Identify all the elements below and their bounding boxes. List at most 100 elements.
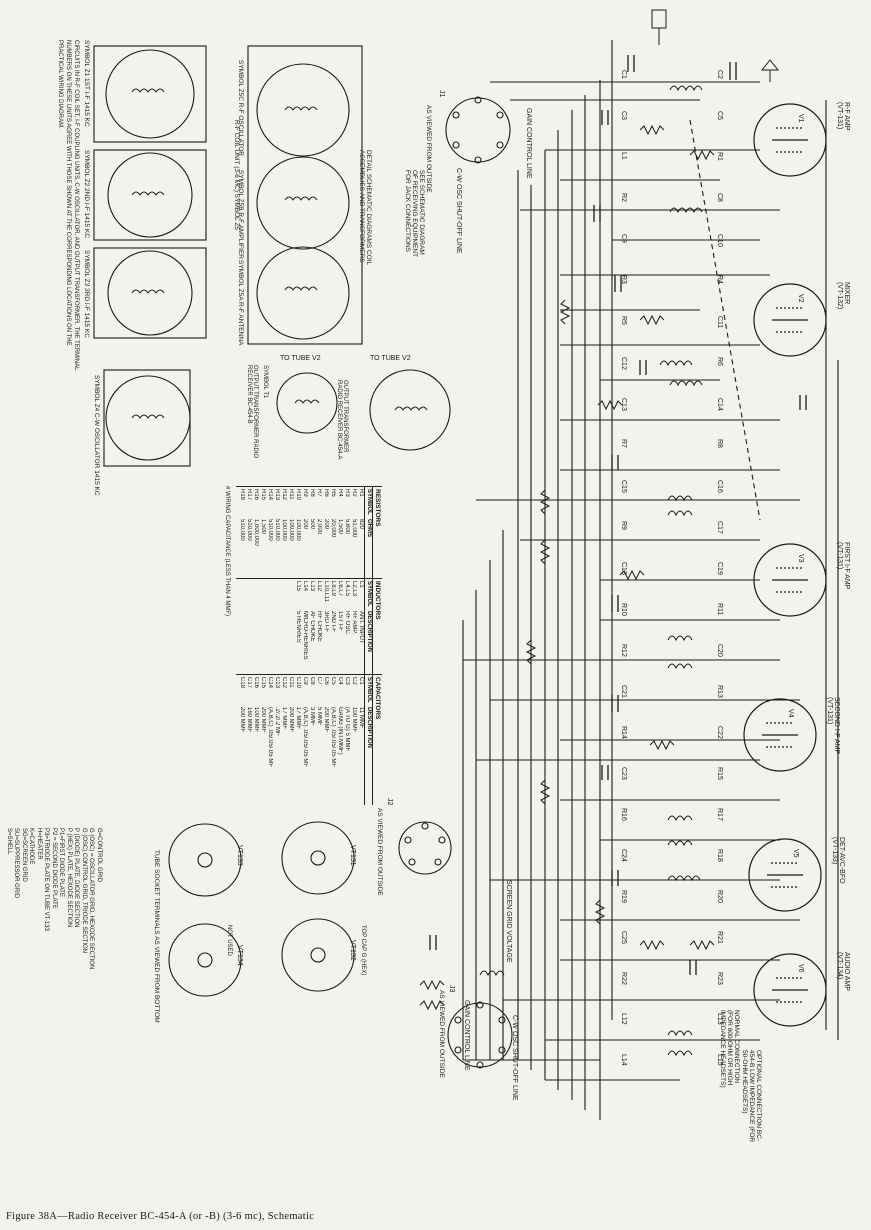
j3-sub: AS VIEWED FROM OUTSIDE [438,990,445,1078]
part-ref-label: L15 [716,1054,723,1066]
table-cell: 200 MMF [288,707,294,733]
table-cell: R18 [239,489,245,501]
table-cell: 200 [302,519,308,530]
table-cell: L4,L5 [344,581,350,597]
tube-v1-envelope [753,103,827,177]
table-title: CAPACITORS [372,675,382,805]
socket-legend-item: G (OSC) = OSCILLATOR GRID, HEXODE SECTIO… [88,828,95,970]
table-cell: C12 [281,677,287,689]
part-ref-label: R18 [716,849,723,862]
part-ref-label: C1 [620,70,627,79]
tube-v2-ref: V2 [797,294,804,303]
wiring [462,40,839,1120]
table-cell: 1,500 [260,519,266,535]
table-header-cell: SYMBOL [366,489,372,515]
tube-sockets [168,821,355,997]
table-row: C14(A,B,C) .05/.05/.05 MF [266,675,273,805]
to-tube-v2-b: TO TUBE V2 [280,355,321,362]
table-cell: L6,L7 [337,581,343,597]
table-header-cell: DESCRIPTION [366,707,372,749]
table-cell: 51,000 [351,519,357,538]
socket-legend-item: P1=FIRST DIODE PLATE [58,828,65,897]
table-row: C13.2/.2/.2 MF [273,675,280,805]
table-header-cell: SYMBOL [366,677,372,703]
table-cell: C7 [316,677,322,685]
table-cell: C2 [351,677,357,685]
table-title: RESISTORS [372,487,382,579]
part-ref-label: R17 [716,808,723,821]
table-cell: C10 [295,677,301,689]
socket-label: VT134 [236,945,243,966]
table-cell: 11 MMF [358,707,364,729]
part-ref-label: R11 [716,603,723,615]
table-cell: R17 [246,489,252,501]
tube-v6-label: AUDIO AMP(VT-134) [836,952,850,991]
part-ref-label: R16 [620,808,627,821]
coil-assemblies [93,45,451,467]
table-row: C9(A,B,C) .05/.05/.05 MF [301,675,308,805]
part-ref-label: C24 [620,849,627,862]
part-ref-label: R3 [620,275,627,284]
tube-type: (VT-133) [831,837,838,865]
table-cell: L14 [302,581,308,592]
socket-legend-item: P (DIODE) PLATE, DIODE SECTION [73,828,80,928]
table-cell: L10,L11 [323,581,329,603]
part-ref-label: L1 [620,152,627,160]
table-cell: RF OSC. [344,611,350,636]
part-ref-label: R4 [716,275,723,284]
tube-title: R-F AMP [843,102,850,131]
table-cell: L13 [309,581,315,592]
table-cell: 5 MMF [316,707,322,726]
part-ref-label: R1 [716,152,723,161]
part-ref-label: C23 [620,767,627,780]
part-ref-label: C2 [716,70,723,79]
gain-control-line-top: GAIN CONTROL LINE [525,108,532,179]
tube-v4-label: SECOND I-F AMP(VT-131) [826,697,840,754]
part-ref-label: C3 [620,111,627,120]
table-cell: C18 [239,677,245,689]
part-ref-label: R12 [620,644,627,657]
tube-type: (VT-132) [836,282,843,310]
tube-id: V6 [797,964,804,973]
optional-connection-note: OPTIONAL CONNECTION BC-454-B LOW IMPEDAN… [741,1050,762,1143]
table-cell: R1 [358,489,364,497]
table-row: C7 5 MMF [315,675,322,805]
table-row: L4,L5 RF OSC. [343,579,350,675]
part-ref-label: R14 [620,726,627,739]
table-cell: MICRO-HENRIES [302,611,308,660]
table-cell: (A,B,C) .05/.05/.05 MF [302,707,308,768]
j2-title: J2 [386,798,393,806]
part-ref-label: C21 [620,685,627,698]
table-cell: R16 [253,489,259,501]
table-cell: R7 [316,489,322,497]
coil-label: SYMBOL Z1 1ST I-F 1415 KC [83,40,90,127]
table-cell: C8 [309,677,315,685]
part-ref-label: R15 [716,767,723,780]
j1-title: J1 [438,90,445,98]
socket-title: TUBE SOCKET TERMINALS AS VIEWED FROM BOT… [153,850,160,1023]
connector-j1 [445,96,511,164]
part-ref-label: C16 [716,480,723,493]
j2-sub: AS VIEWED FROM OUTSIDE [376,808,383,896]
part-ref-label: R7 [620,439,627,448]
